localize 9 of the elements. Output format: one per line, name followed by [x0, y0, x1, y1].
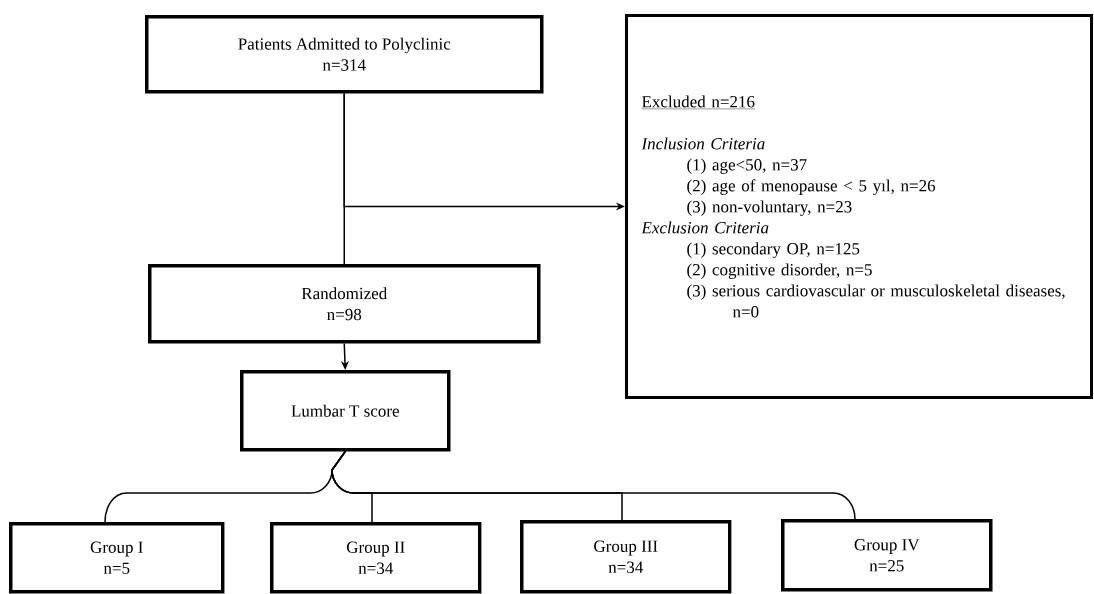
process-box: Group II n=34 [270, 522, 482, 594]
process-box: Group III n=34 [520, 520, 732, 594]
process-box: Group IV n=25 [781, 519, 993, 592]
process-box: Group I n=5 [9, 522, 225, 594]
brace-connector [331, 450, 856, 520]
process-box: Patients Admitted to Polyclinic n=314 [145, 15, 544, 94]
process-box: Randomized n=98 [148, 264, 541, 344]
exclusion-box: Excluded n=216 Inclusion Criteria (1) age<50, n=37 (2) age of menopause < 5 yıl, n=26 (3) non-voluntary, n=23 Exclusion Criteria (1) secondary OP, n=125 (2) cognitive disorder, n=5 (3) serious cardiovascular or musculoskeletal diseases, n=0 [625, 14, 1093, 399]
process-box: Lumbar T score [240, 370, 451, 452]
